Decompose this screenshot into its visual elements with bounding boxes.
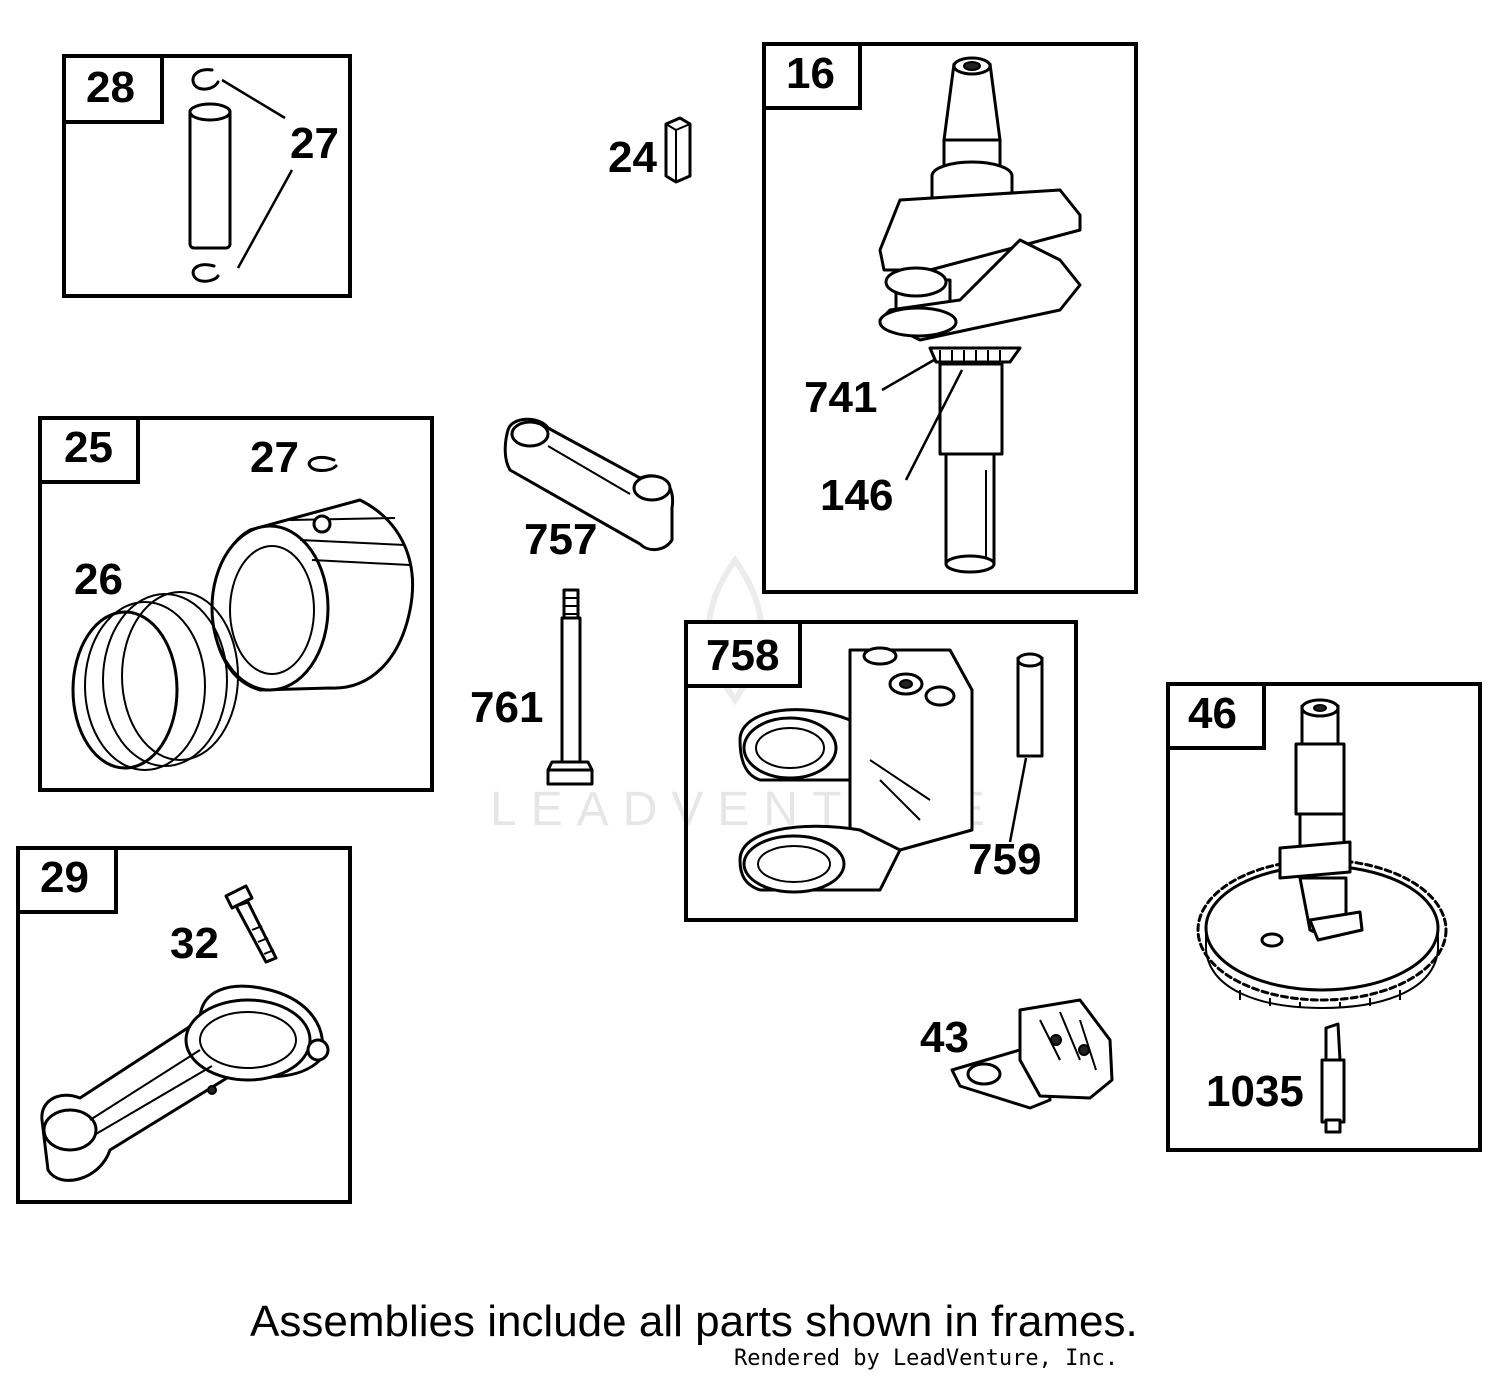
part-24-key: 24 [608, 116, 692, 184]
callout-24: 24 [608, 133, 657, 182]
frame-label-46: 46 [1188, 689, 1237, 738]
governor-shaft [1320, 1022, 1346, 1134]
frame-46: 46 1035 [1166, 682, 1482, 1152]
callout-759: 759 [968, 835, 1041, 884]
callout-741: 741 [804, 373, 877, 422]
frame-28: 28 27 [62, 54, 352, 298]
connecting-rod [40, 984, 330, 1182]
piston [210, 498, 415, 692]
frame-29: 29 32 [16, 846, 352, 1204]
retaining-clip-bottom [191, 263, 220, 283]
frame-25: 25 27 26 [38, 416, 434, 792]
frame-label-16: 16 [786, 49, 835, 98]
frame-label-28: 28 [86, 63, 135, 112]
callout-32: 32 [170, 919, 219, 968]
callout-27: 27 [290, 119, 339, 168]
connecting-rod-bolt [224, 884, 278, 964]
callout-27: 27 [250, 433, 299, 482]
part-761-bolt: 761 [470, 588, 594, 786]
camshaft [1278, 698, 1364, 942]
crankshaft [878, 56, 1082, 574]
callout-1035: 1035 [1206, 1067, 1304, 1116]
frame-label-25: 25 [64, 423, 113, 472]
callout-757: 757 [524, 515, 597, 564]
callout-761: 761 [470, 683, 543, 732]
frame-16: 16 741 146 [762, 42, 1138, 594]
footnote: Assemblies include all parts shown in fr… [250, 1297, 1138, 1346]
retaining-clip-top [191, 68, 220, 91]
rendered-by: Rendered by LeadVenture, Inc. [734, 1346, 1118, 1371]
piston-rings [71, 591, 239, 771]
callout-146: 146 [820, 471, 893, 520]
piston-pin [188, 102, 232, 250]
frame-label-29: 29 [40, 853, 89, 902]
frame-758: 758 759 [684, 620, 1078, 922]
part-43-governor: 43 [920, 998, 1114, 1110]
callout-26: 26 [74, 555, 123, 604]
balancer [738, 646, 974, 894]
balancer-pin [1016, 652, 1044, 758]
frame-label-758: 758 [706, 631, 779, 680]
callout-43: 43 [920, 1013, 969, 1062]
part-757-link: 757 [503, 417, 675, 564]
